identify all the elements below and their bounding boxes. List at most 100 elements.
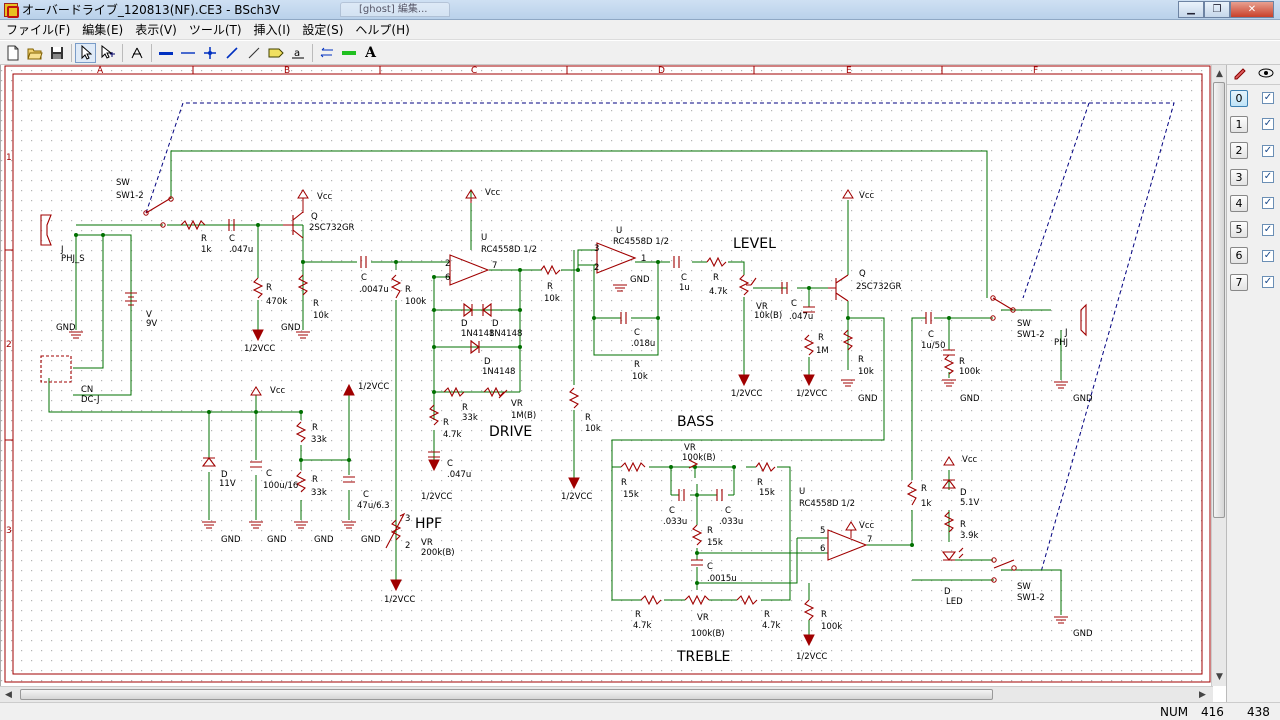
text-tool-icon[interactable]: A	[360, 43, 381, 63]
lbl-c12: C	[363, 490, 369, 500]
toolbar-separator	[71, 43, 72, 62]
scroll-up-icon[interactable]: ▲	[1216, 68, 1223, 79]
open-folder-icon[interactable]	[24, 43, 45, 63]
layer-button-3[interactable]: 3	[1230, 168, 1248, 186]
visible-layer-icon[interactable]	[1258, 67, 1274, 82]
close-button[interactable]: ✕	[1230, 1, 1274, 18]
lbl-sw-mid: SW	[1017, 319, 1031, 329]
lbl-d4: D	[960, 488, 967, 498]
pointer-tool-icon[interactable]	[75, 42, 96, 63]
layer-panel: 0✓1✓2✓3✓4✓5✓6✓7✓	[1226, 65, 1280, 702]
layer-button-2[interactable]: 2	[1230, 142, 1248, 160]
edit-layer-icon[interactable]	[1233, 66, 1247, 83]
junction-tool-icon[interactable]	[199, 43, 220, 63]
menu-tools[interactable]: ツール(T)	[188, 22, 242, 37]
lbl-pin2-a: 2	[445, 259, 450, 269]
lbl-d4-val: 5.1V	[960, 498, 980, 508]
menu-bar: ファイル(F) 編集(E) 表示(V) ツール(T) 挿入(I) 設定(S) ヘ…	[0, 20, 1280, 40]
component-tool-icon[interactable]	[126, 43, 147, 63]
menu-help[interactable]: ヘルプ(H)	[355, 22, 410, 37]
lbl-r2: R	[266, 283, 272, 293]
lbl-r5: R	[462, 403, 468, 413]
layer-visible-checkbox[interactable]: ✓	[1262, 144, 1274, 157]
dash-line-tool-icon[interactable]	[243, 43, 264, 63]
scroll-right-icon[interactable]: ▶	[1199, 690, 1206, 700]
lbl-r20: R	[921, 484, 927, 494]
text-tool-glyph: A	[365, 44, 376, 61]
lbl-c5-val: 1u	[679, 283, 690, 293]
save-icon[interactable]	[46, 43, 67, 63]
frame-labels: A B C D E F 1 2 3	[6, 66, 1038, 536]
minimize-button[interactable]: ▁	[1178, 1, 1204, 18]
lbl-r23: R	[312, 475, 318, 485]
lbl-halfvcc-4: 1/2VCC	[731, 389, 762, 399]
layer-visible-checkbox[interactable]: ✓	[1262, 276, 1274, 289]
tag-tool-icon[interactable]	[265, 43, 286, 63]
maximize-button[interactable]: ❐	[1204, 1, 1230, 18]
lbl-vr4-val: 100k(B)	[691, 629, 725, 639]
entry-tool-icon[interactable]	[316, 43, 337, 63]
lbl-r1: R	[201, 234, 207, 244]
layer-visible-checkbox[interactable]: ✓	[1262, 197, 1274, 210]
lbl-r2-val: 470k	[266, 297, 287, 307]
bus-tool-icon[interactable]	[177, 43, 198, 63]
busentry-tool-icon[interactable]	[338, 43, 359, 63]
label-tool-icon[interactable]: a	[287, 43, 308, 63]
drag-tool-icon[interactable]	[97, 43, 118, 63]
lbl-sw-mid-ref: SW1-2	[1017, 330, 1045, 340]
layer-button-6[interactable]: 6	[1230, 247, 1248, 265]
menu-file[interactable]: ファイル(F)	[6, 22, 71, 37]
vcc-symbols	[250, 189, 955, 538]
toolbar-separator	[312, 43, 313, 62]
lbl-r12: R	[858, 355, 864, 365]
vertical-scrollbar[interactable]: ▲ ▼	[1211, 65, 1226, 686]
app-icon[interactable]	[4, 2, 19, 18]
layer-button-7[interactable]: 7	[1230, 273, 1248, 291]
schematic-drawing[interactable]: A B C D E F 1 2 3	[1, 65, 1213, 686]
menu-edit[interactable]: 編集(E)	[82, 22, 124, 37]
layer-visible-checkbox[interactable]: ✓	[1262, 171, 1274, 184]
layer-visible-checkbox[interactable]: ✓	[1262, 249, 1274, 262]
line-tool-icon[interactable]	[221, 43, 242, 63]
lbl-c4: C	[634, 328, 640, 338]
layer-visible-checkbox[interactable]: ✓	[1262, 92, 1274, 105]
lbl-pin7: 7	[492, 261, 497, 271]
lbl-r7: R	[547, 282, 553, 292]
row-3: 3	[6, 526, 12, 536]
layer-list: 0✓1✓2✓3✓4✓5✓6✓7✓	[1227, 85, 1280, 295]
menu-settings[interactable]: 設定(S)	[302, 22, 344, 37]
new-file-icon[interactable]	[2, 43, 23, 63]
wire-tool-icon[interactable]	[155, 43, 176, 63]
layer-row: 6✓	[1227, 243, 1280, 269]
lbl-gnd-11: GND	[361, 535, 381, 545]
layer-visible-checkbox[interactable]: ✓	[1262, 118, 1274, 131]
layer-button-4[interactable]: 4	[1230, 194, 1248, 212]
lbl-r15-val: 15k	[759, 488, 775, 498]
lbl-bat-val: 9V	[146, 319, 157, 329]
section-labels: DRIVE LEVEL BASS TREBLE HPF	[415, 236, 776, 665]
lbl-gnd-4: GND	[858, 394, 878, 404]
lbl-r14-val: 15k	[623, 490, 639, 500]
vertical-scroll-thumb[interactable]	[1213, 82, 1225, 518]
lbl-c1: C	[229, 234, 235, 244]
menu-insert[interactable]: 挿入(I)	[253, 22, 291, 37]
lbl-c10: C	[707, 562, 713, 572]
scroll-down-icon[interactable]: ▼	[1216, 671, 1223, 682]
lbl-r17: R	[635, 610, 641, 620]
horizontal-scrollbar[interactable]: ◀ ▶	[0, 686, 1213, 702]
layer-visible-checkbox[interactable]: ✓	[1262, 223, 1274, 236]
scroll-left-icon[interactable]: ◀	[5, 690, 12, 700]
layer-button-1[interactable]: 1	[1230, 115, 1248, 133]
lbl-jack-in: J	[60, 245, 64, 255]
layer-button-0[interactable]: 0	[1230, 89, 1248, 107]
layer-button-5[interactable]: 5	[1230, 221, 1248, 239]
schematic-canvas[interactable]: A B C D E F 1 2 3	[0, 65, 1213, 686]
horizontal-scroll-thumb[interactable]	[20, 689, 993, 700]
lbl-u1-val: RC4558D 1/2	[481, 245, 537, 255]
components	[40, 197, 1087, 621]
lbl-bat: V	[146, 310, 152, 320]
lbl-vcc-2: Vcc	[485, 188, 500, 198]
menu-view[interactable]: 表示(V)	[135, 22, 177, 37]
lbl-vcc-6: Vcc	[270, 386, 285, 396]
lbl-gnd-5: GND	[1073, 394, 1093, 404]
